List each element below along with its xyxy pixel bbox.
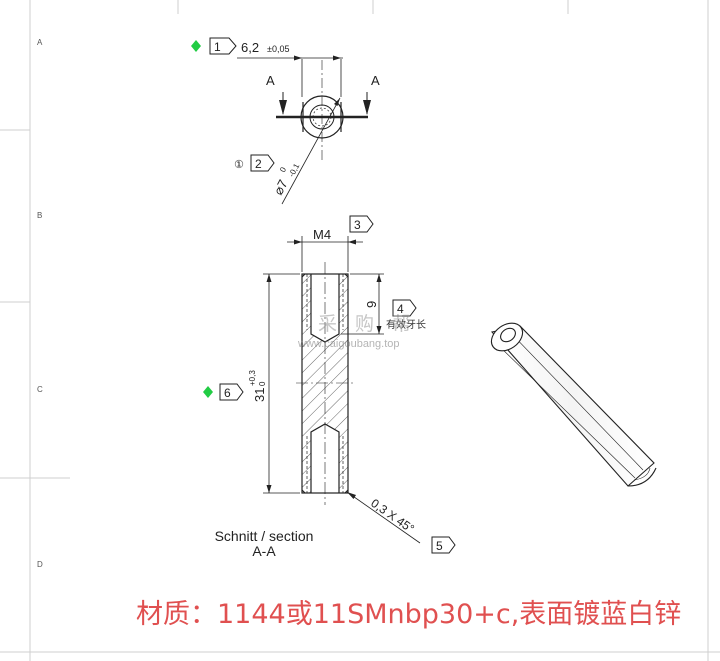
isometric-view <box>490 322 657 487</box>
iso-end-bottom <box>627 467 657 487</box>
watermark-char-2: 购 <box>355 313 374 335</box>
section-caption-line2: A-A <box>252 543 276 559</box>
length-tol-upper: +0,3 <box>248 370 257 386</box>
material-note: 材质：1144或11SMnbp30+c,表面镀蓝白锌 <box>136 599 682 630</box>
balloon-1 <box>209 37 237 55</box>
section-arrow-label-right: A <box>371 73 380 88</box>
balloon-4-number: 4 <box>397 302 404 316</box>
dim-diameter-value: ⌀7 <box>270 177 290 197</box>
length-tol-lower: 0 <box>258 381 267 386</box>
circled-prefix: ① <box>234 159 244 171</box>
critical-marker-diamond <box>191 40 201 52</box>
row-letter-a: A <box>37 38 43 47</box>
chamfer-label: 0,3 X 45° <box>368 496 417 536</box>
dim-diameter-tol-lower: -0,1 <box>287 162 302 179</box>
watermark-char-1: 采 <box>318 313 337 335</box>
dim-width-tolerance: ±0,05 <box>267 44 289 54</box>
section-view <box>263 236 421 544</box>
row-letters: A B C D <box>37 38 43 569</box>
section-caption-line1: Schnitt / section <box>215 528 314 544</box>
iso-body <box>490 325 655 487</box>
balloon-5-number: 5 <box>436 539 443 553</box>
row-letter-c: C <box>37 385 43 394</box>
dimension-2: ① 2 ⌀7 0 -0,1 <box>234 154 302 197</box>
watermark-url: www.caigoubang.top <box>297 338 400 350</box>
critical-marker-diamond-6 <box>203 386 213 398</box>
balloon-1-number: 1 <box>214 40 221 54</box>
balloon-5 <box>431 536 456 554</box>
balloon-3 <box>349 215 374 233</box>
thread-label: M4 <box>313 227 331 242</box>
balloon-2-number: 2 <box>255 157 262 171</box>
critical-dimension-1: 1 6,2 ±0,05 <box>191 37 289 55</box>
thread-depth-note: 有效牙长 <box>386 318 426 331</box>
balloon-4 <box>392 299 417 317</box>
watermark: 采 购 帮 www.caigoubang.top <box>297 313 411 350</box>
balloon-6 <box>219 383 244 401</box>
length-value: 31 <box>252 388 267 402</box>
section-arrow-labels: A A <box>266 73 380 88</box>
balloon-6-number: 6 <box>224 386 231 400</box>
section-arrow-label-left: A <box>266 73 275 88</box>
dim-diameter-tol-upper: 0 <box>278 165 288 174</box>
row-letter-d: D <box>37 560 43 569</box>
iso-end-top-bore <box>500 327 516 343</box>
top-view <box>237 55 371 205</box>
dim-width-value: 6,2 <box>241 40 259 55</box>
balloon-2 <box>250 154 275 172</box>
balloon-3-number: 3 <box>354 218 361 232</box>
watermark-char-3: 帮 <box>392 313 411 335</box>
thread-depth-value: 9 <box>364 301 379 308</box>
row-letter-b: B <box>37 211 42 220</box>
